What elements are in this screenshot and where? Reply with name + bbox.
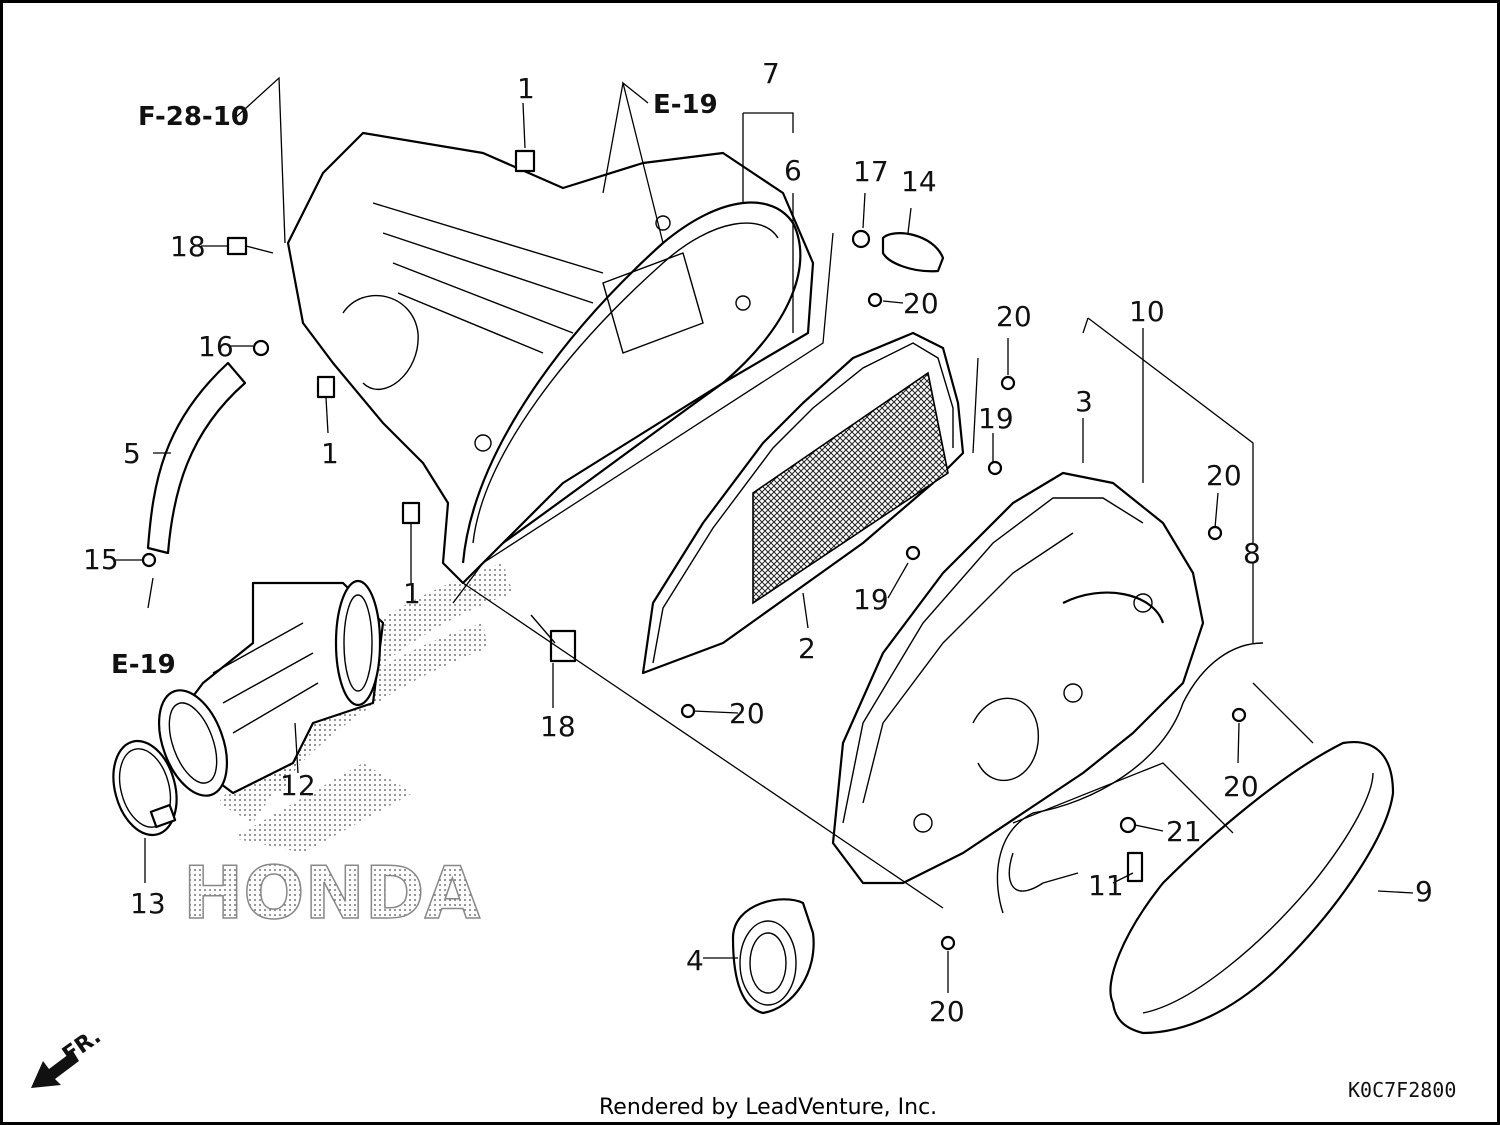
- callout-9: 9: [1415, 875, 1433, 908]
- air-cleaner-case-upper: [286, 131, 815, 585]
- hose-clamp: [112, 739, 178, 837]
- callout-12: 12: [280, 769, 316, 802]
- side-cover: [1109, 741, 1395, 1035]
- credit-text: Rendered by LeadVenture, Inc.: [599, 1095, 937, 1120]
- callout-15: 15: [83, 543, 119, 576]
- breather-tube: [146, 361, 247, 555]
- honda-watermark-text: HONDA: [183, 851, 480, 935]
- leader-lines: [113, 76, 1414, 993]
- front-direction-arrow: FR.: [31, 1024, 106, 1088]
- callout-6: 6: [784, 154, 802, 187]
- callout-8: 8: [1243, 537, 1261, 570]
- callout-13: 13: [130, 887, 166, 920]
- callout-7: 7: [762, 57, 780, 90]
- callout-10: 10: [1129, 295, 1165, 328]
- callout-20-e: 20: [1223, 770, 1259, 803]
- callout-1-left: 1: [321, 437, 339, 470]
- callout-20-f: 20: [929, 995, 965, 1028]
- exploded-parts-diagram: HONDA: [31, 57, 1456, 1120]
- callout-20-a: 20: [903, 287, 939, 320]
- side-cover-edge: [1142, 772, 1374, 1014]
- callout-2: 2: [798, 632, 816, 665]
- callout-4: 4: [686, 944, 704, 977]
- ref-label-f-28-10: F-28-10: [138, 102, 249, 132]
- ref-label-e-19-left: E-19: [111, 650, 176, 680]
- callout-16: 16: [198, 330, 234, 363]
- callout-1-top: 1: [517, 72, 535, 105]
- callout-11: 11: [1088, 869, 1124, 902]
- callout-20-d: 20: [729, 697, 765, 730]
- callout-19-upper: 19: [978, 402, 1014, 435]
- callout-18-bottom: 18: [540, 710, 576, 743]
- duct-grommet: [731, 898, 815, 1015]
- callout-1-center: 1: [403, 577, 421, 610]
- callout-20-b: 20: [996, 300, 1032, 333]
- air-filter-element: [641, 331, 965, 675]
- ref-label-e-19-top: E-19: [653, 90, 718, 120]
- callout-5: 5: [123, 437, 141, 470]
- callout-21: 21: [1166, 815, 1202, 848]
- drain-tube: [996, 642, 1264, 914]
- callout-17: 17: [853, 155, 889, 188]
- callout-14: 14: [901, 165, 937, 198]
- diagram-code: K0C7F2800: [1348, 1078, 1456, 1102]
- intake-duct: [158, 579, 385, 797]
- callout-18-left: 18: [170, 230, 206, 263]
- air-cleaner-case-lower: [831, 471, 1205, 892]
- callout-19-lower: 19: [853, 583, 889, 616]
- callout-20-c: 20: [1206, 459, 1242, 492]
- drain-cap: [881, 232, 945, 273]
- callout-3: 3: [1075, 385, 1093, 418]
